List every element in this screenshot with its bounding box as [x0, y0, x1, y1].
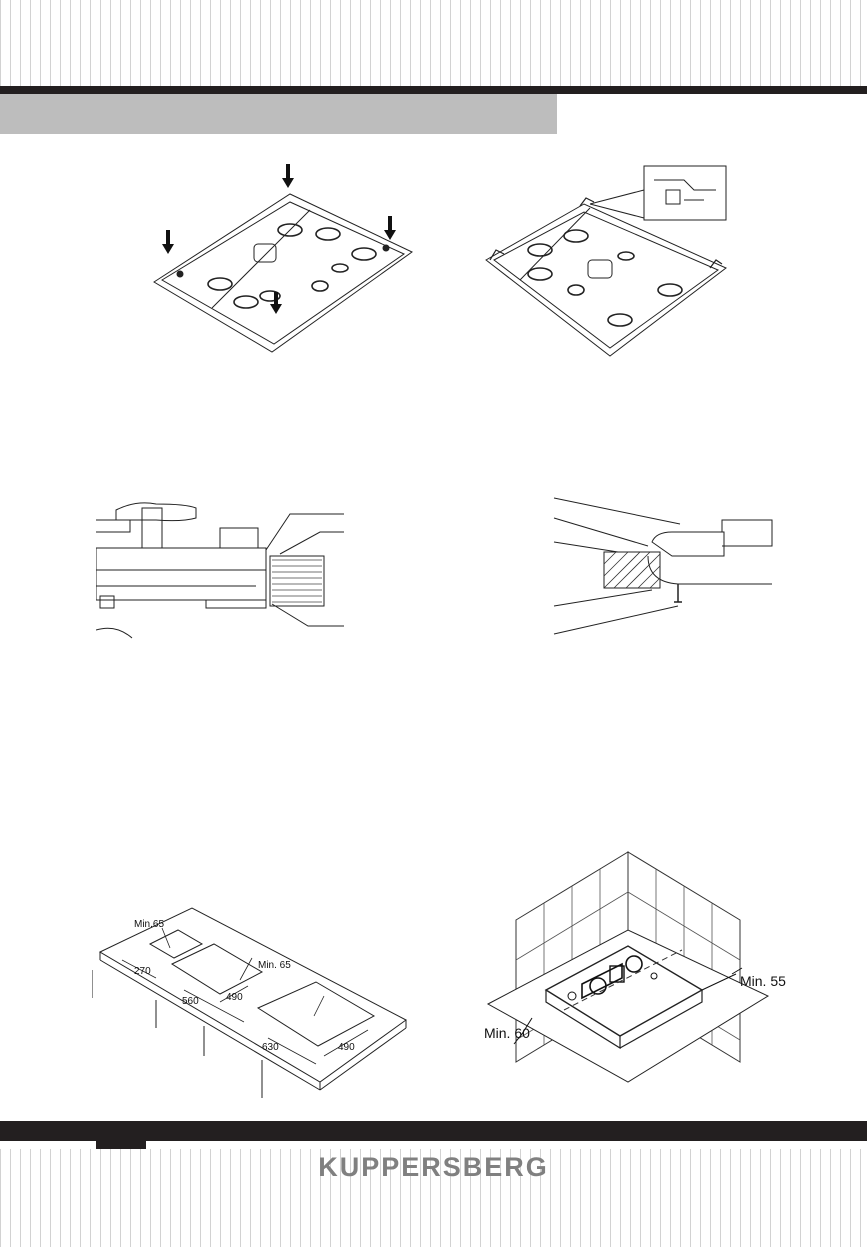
- figure-clamp-section: [552, 490, 782, 650]
- label-dimension-560: 560: [182, 996, 199, 1007]
- section-title-band: [0, 94, 557, 134]
- label-min-55: Min. 55: [740, 973, 786, 989]
- label-dimension-630: 630: [262, 1042, 279, 1053]
- figure-hob-underside-brackets: [480, 160, 730, 360]
- label-min-65-top: Min.65: [134, 919, 164, 930]
- brand-logo: KUPPERSBERG: [318, 1152, 549, 1182]
- page-number-tab: [96, 1141, 146, 1149]
- label-min-65-right: Min. 65: [258, 960, 291, 971]
- label-dimension-490-a: 490: [226, 992, 243, 1003]
- footer-bar: [0, 1121, 867, 1141]
- label-dimension-490-b: 490: [338, 1042, 355, 1053]
- figure-hob-side-section-seal: [96, 490, 346, 650]
- header-stripe-pattern: [0, 0, 867, 86]
- label-dimension-270: 270: [134, 966, 151, 977]
- figure-hob-underside-arrows: [150, 160, 430, 360]
- header-bar: [0, 86, 867, 94]
- footer-stripe-pattern: [0, 1149, 867, 1247]
- figure-wall-clearance: Min. 55 Min. 60: [478, 848, 798, 1088]
- figure-cutout-dimensions: Min.65 Min. 65 270 560 490 630 490: [92, 906, 412, 1102]
- label-min-60: Min. 60: [484, 1025, 530, 1041]
